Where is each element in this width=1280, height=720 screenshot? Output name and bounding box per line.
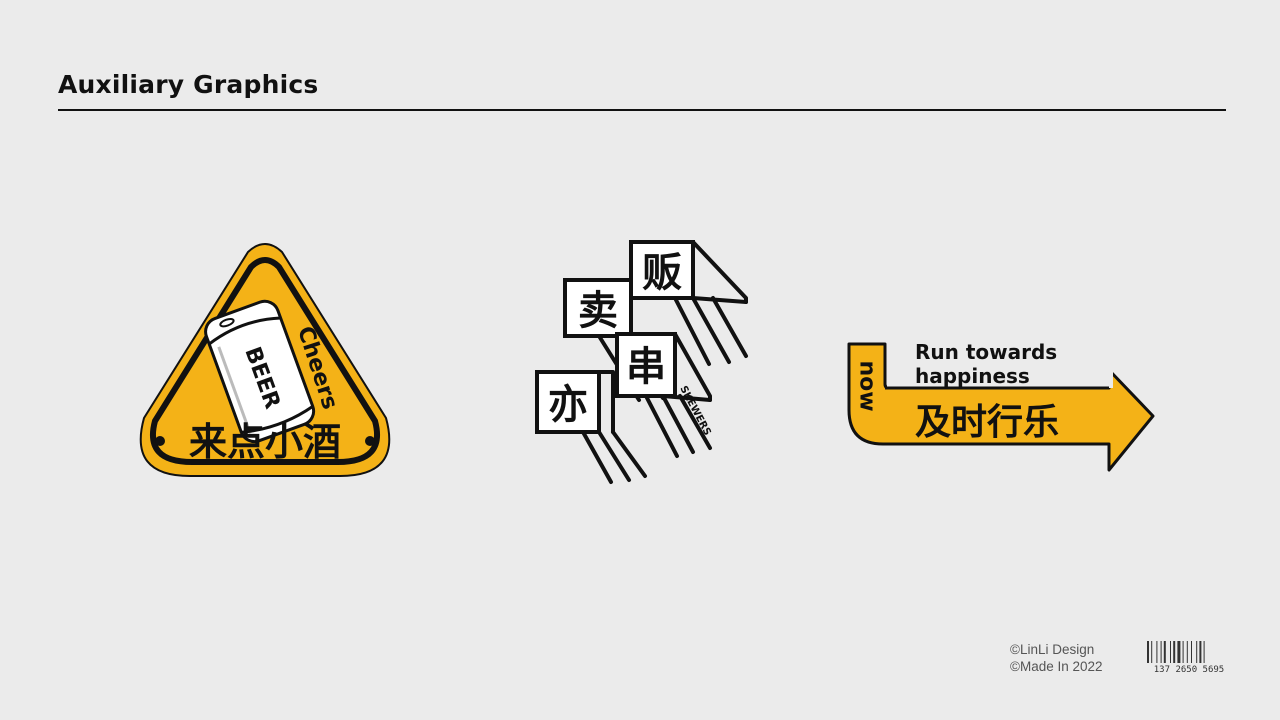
footer-credits: ©LinLi Design ©Made In 2022	[1010, 641, 1103, 675]
skewers-block-stack: 贩 卖 串 亦 SKEWERS	[535, 240, 748, 484]
credit-year: ©Made In 2022	[1010, 659, 1103, 674]
badge-dot-left	[155, 436, 165, 446]
arrow-now-text: now	[855, 360, 880, 411]
barcode-icon: 137 2650 5695	[1147, 641, 1224, 674]
block-chuan-face	[615, 332, 677, 398]
block-char-fan: 贩	[642, 250, 682, 296]
badge-chinese-text: 来点小酒	[189, 420, 341, 464]
arrow-line1-text: Run towards	[915, 340, 1057, 364]
block-char-yi: 亦	[548, 382, 588, 428]
beer-triangle-badge: BEER Cheers 来点小酒	[139, 243, 391, 477]
credit-designer: ©LinLi Design	[1010, 642, 1095, 657]
arrow-line2-text: happiness	[915, 364, 1030, 388]
arrow-chinese-text: 及时行乐	[915, 402, 1059, 443]
page-title: Auxiliary Graphics	[58, 70, 319, 99]
arrow-text-panel	[887, 336, 1113, 388]
barcode-number: 137 2650 5695	[1154, 665, 1224, 674]
arrow-sign: now Run towards happiness 及时行乐	[847, 336, 1155, 472]
title-divider	[58, 109, 1226, 111]
arrow-body	[847, 342, 1155, 472]
badge-dot-right	[365, 436, 375, 446]
block-char-chuan: 串	[626, 344, 666, 390]
block-yi	[581, 370, 647, 484]
block-char-mai: 卖	[578, 288, 618, 334]
block-fan-face	[629, 240, 695, 300]
block-mai-face	[563, 278, 633, 338]
badge-inner-outline	[150, 257, 380, 465]
beer-can-icon: BEER	[204, 299, 316, 444]
block-yi-face	[535, 370, 601, 434]
